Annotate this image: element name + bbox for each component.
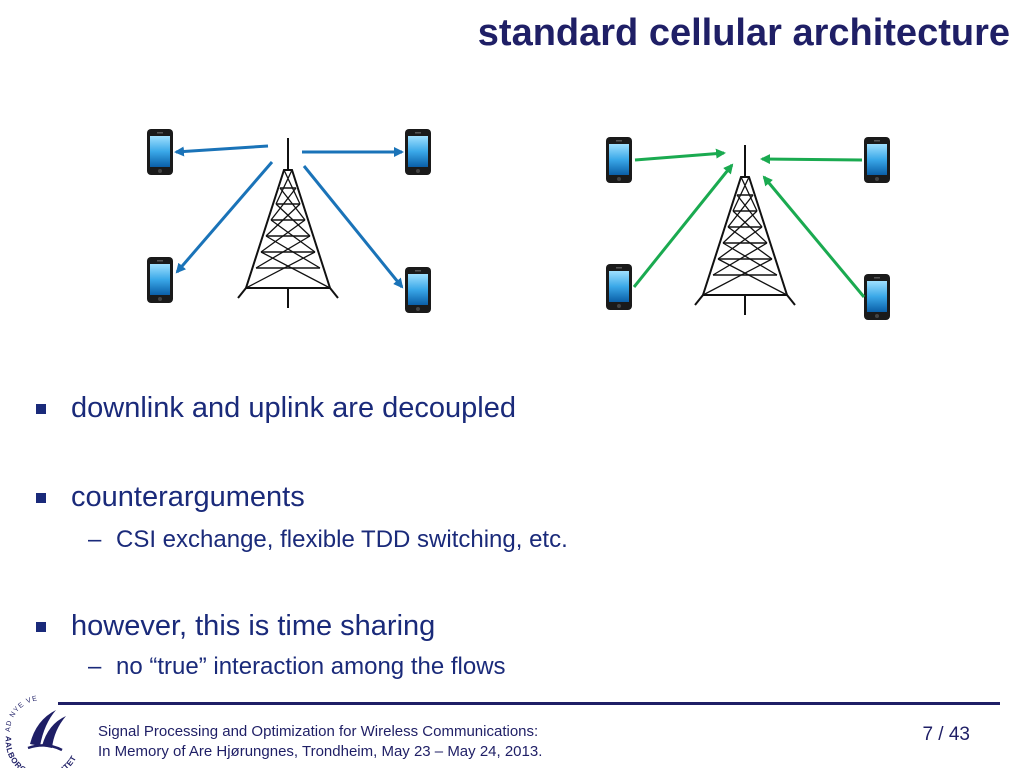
sub-bullet-text: no “true” interaction among the flows bbox=[116, 653, 506, 680]
slide-title: standard cellular architecture bbox=[477, 12, 1010, 54]
phone-icon bbox=[405, 129, 431, 175]
footer-line-1: Signal Processing and Optimization for W… bbox=[98, 723, 539, 740]
dash-icon: – bbox=[88, 526, 102, 553]
uplink-arrow bbox=[760, 154, 863, 165]
bullet-square-icon bbox=[36, 622, 46, 632]
footer-divider bbox=[58, 702, 1000, 705]
base-station-tower-icon bbox=[694, 144, 796, 316]
bullet-text: counterarguments bbox=[71, 481, 305, 513]
phone-icon bbox=[864, 137, 890, 183]
downlink-arrow bbox=[302, 165, 404, 289]
aalborg-university-logo: AD NYE VEJE AALBORG UNIVERSITET bbox=[0, 684, 78, 768]
uplink-diagram bbox=[606, 137, 890, 320]
phone-icon bbox=[147, 129, 173, 175]
architecture-diagram bbox=[147, 129, 890, 320]
phone-icon bbox=[405, 267, 431, 313]
sub-bullet-text: CSI exchange, flexible TDD switching, et… bbox=[116, 526, 568, 553]
bullet-text: downlink and uplink are decoupled bbox=[71, 392, 516, 424]
bullet-text: however, this is time sharing bbox=[71, 610, 436, 642]
bullet-square-icon bbox=[36, 404, 46, 414]
footer-citation: Signal Processing and Optimization for W… bbox=[98, 722, 542, 762]
phone-icon bbox=[606, 137, 632, 183]
base-station-tower-icon bbox=[237, 137, 339, 309]
page-number: 7 / 43 bbox=[922, 724, 970, 745]
bullet-square-icon bbox=[36, 493, 46, 503]
downlink-diagram bbox=[147, 129, 431, 313]
uplink-arrow bbox=[632, 163, 734, 288]
phone-icon bbox=[864, 274, 890, 320]
downlink-arrow bbox=[174, 144, 269, 157]
uplink-arrow bbox=[762, 175, 866, 298]
svg-text:AD NYE VEJE: AD NYE VEJE bbox=[0, 684, 39, 732]
downlink-arrow bbox=[175, 161, 274, 274]
phone-icon bbox=[147, 257, 173, 303]
footer-line-2: In Memory of Are Hjørungnes, Trondheim, … bbox=[98, 743, 543, 760]
logo-motto: AD NYE VEJE bbox=[0, 684, 38, 732]
uplink-arrow bbox=[634, 148, 726, 162]
phone-icon bbox=[606, 264, 632, 310]
dash-icon: – bbox=[88, 653, 102, 680]
